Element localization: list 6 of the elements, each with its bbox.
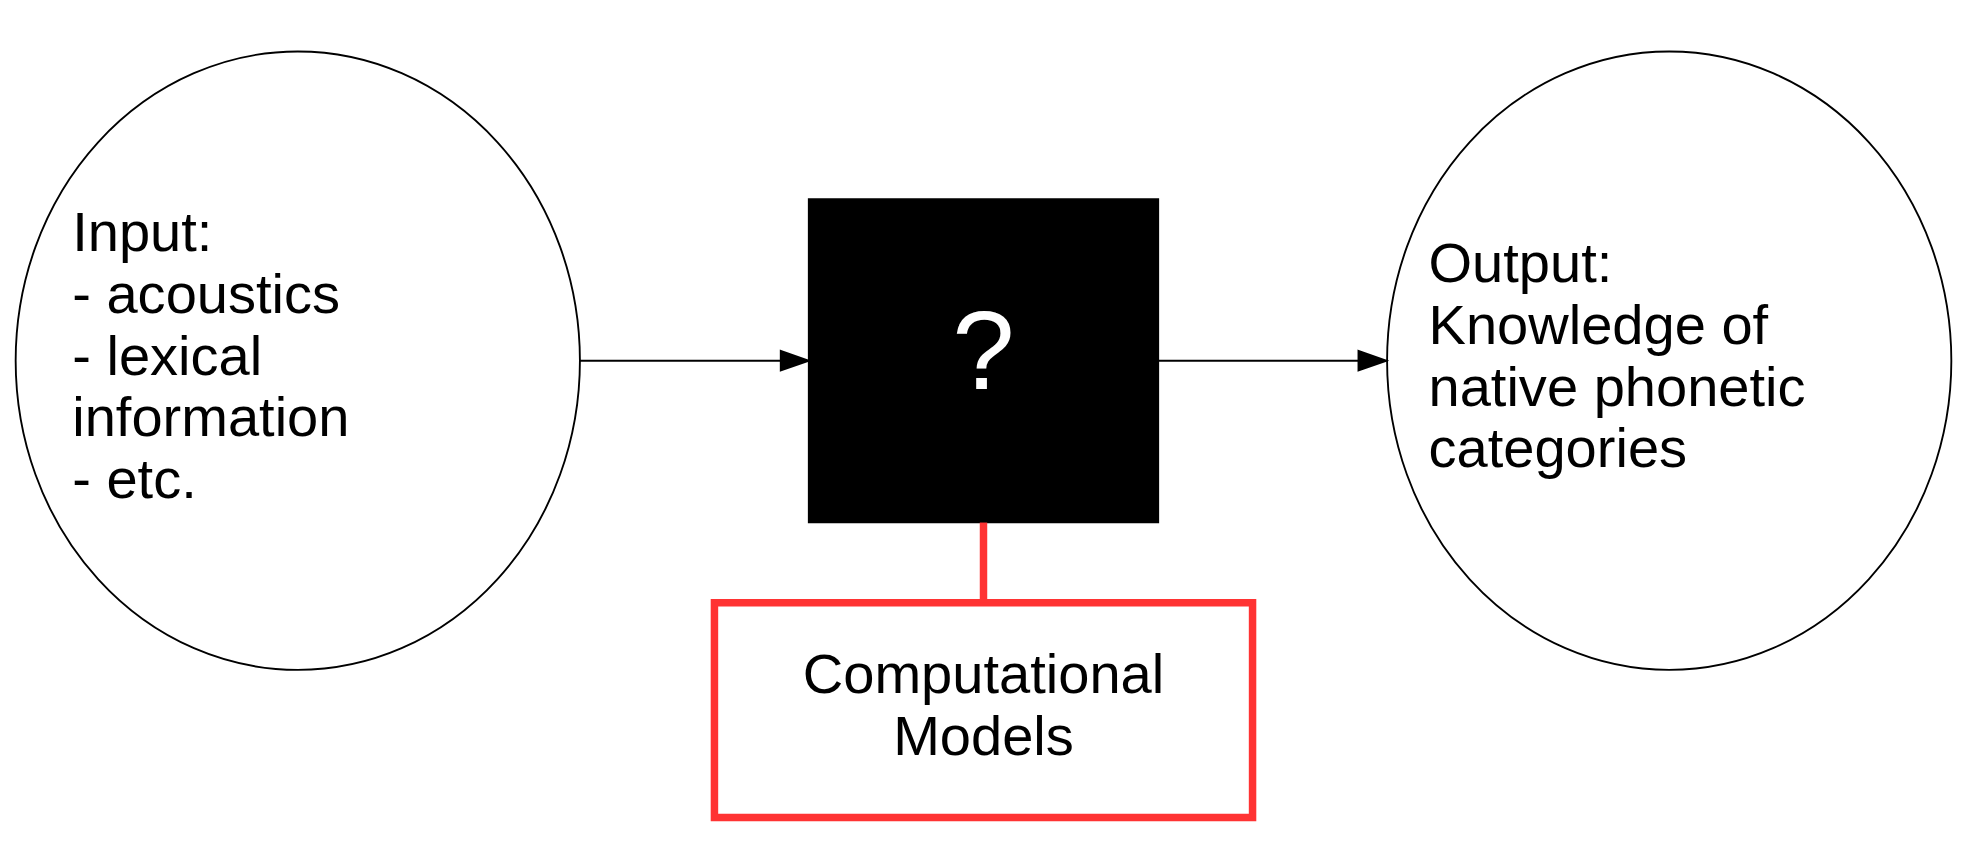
node-box: ? [807,197,1160,523]
node-circle: Output: Knowledge of native phonetic categories [1386,50,1953,671]
node-circle: Input: - acoustics - lexical information - etc. [14,50,581,671]
arrow [1157,349,1390,372]
connector [979,522,988,602]
node-box: Computational Models [710,598,1257,821]
